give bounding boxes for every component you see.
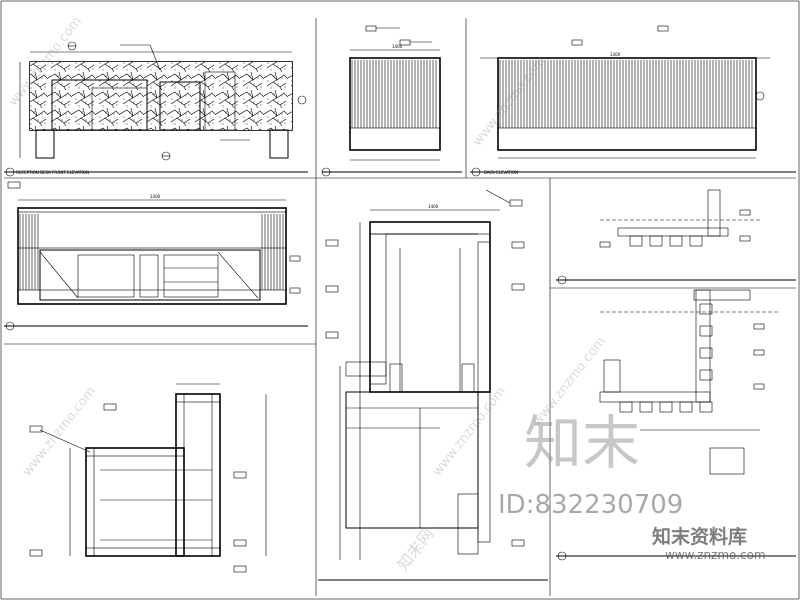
- block: [699, 401, 713, 413]
- block: [629, 235, 643, 247]
- panel-section: 1400: [318, 189, 548, 581]
- block: [659, 401, 673, 413]
- block: [639, 401, 653, 413]
- dim-d1: 3300: [150, 194, 161, 199]
- panel-back-elevation: 3300 BACK ELEVATION: [470, 25, 796, 177]
- panel-side-elevation: 1400: [321, 25, 462, 177]
- panel-detail-top: [556, 189, 796, 285]
- block: [649, 235, 663, 247]
- dim-d4: 3300: [610, 52, 621, 57]
- watermark-id: ID:832230709: [498, 490, 684, 520]
- watermark-domain: www.znzmo.com: [665, 548, 766, 562]
- block: [619, 401, 633, 413]
- block: [669, 235, 683, 247]
- block: [699, 347, 713, 359]
- block: [699, 303, 713, 315]
- panel-plan: [29, 383, 267, 573]
- panel-1-title: RECEPTION DESK FRONT ELEVATION: [16, 170, 89, 175]
- block: [699, 325, 713, 337]
- watermark-brand-full: 知末资料库: [652, 526, 748, 548]
- dim-d3: 1400: [428, 204, 439, 209]
- panel-front-elevation: RECEPTION DESK FRONT ELEVATION: [4, 41, 308, 177]
- panel-rear-elevation: 3300: [4, 181, 308, 331]
- block: [699, 369, 713, 381]
- watermark-brand-cn: 知末: [524, 409, 641, 477]
- block: [679, 401, 693, 413]
- panel-3-title: BACK ELEVATION: [484, 170, 518, 175]
- block: [689, 235, 703, 247]
- dim-d2: 1400: [392, 44, 403, 49]
- panel-detail-bottom: [556, 289, 796, 561]
